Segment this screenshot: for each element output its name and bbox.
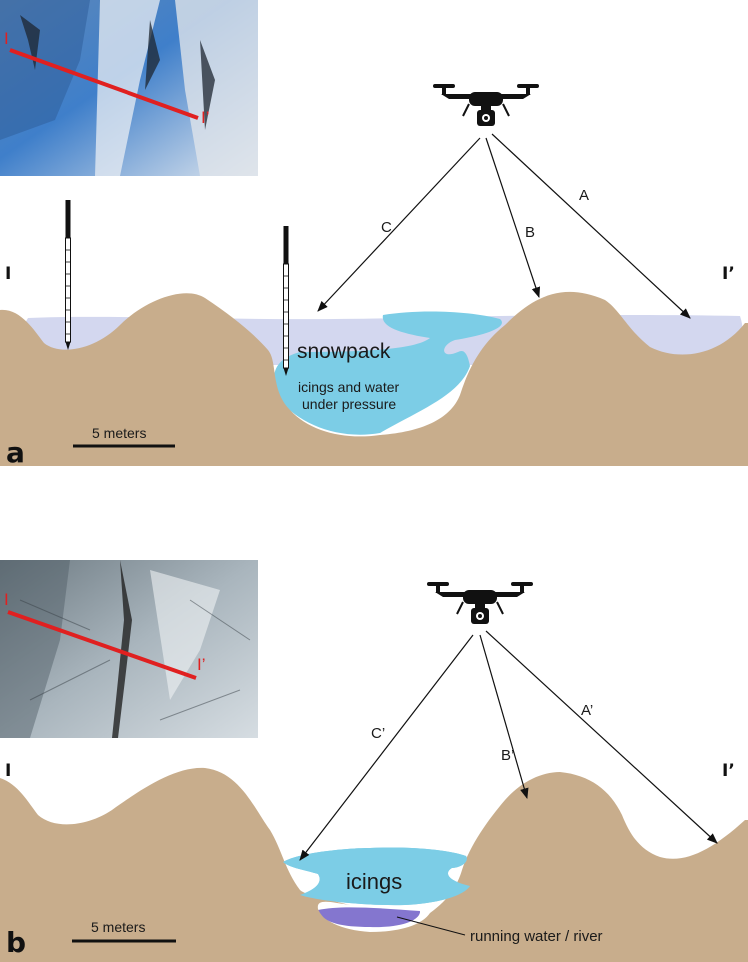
ray-label-a: A [579,187,589,204]
icing-water-layer [274,311,502,435]
ray-a-prime [485,630,718,844]
ray-label-c-prime: C’ [371,725,385,742]
snow-probe-middle [283,226,289,376]
aerial-photo-b: I I’ [0,560,258,738]
ray-label-a-prime: A’ [581,702,593,719]
ray-c [317,137,481,312]
river-layer-top [320,908,420,928]
ray-a [491,133,691,319]
ray-label-b: B [525,224,535,241]
drone-icon-b [426,581,534,625]
panel-b: I I’ C’ B’ A’ icings running water / riv… [0,560,748,962]
river-leader-line [396,916,466,936]
panel-letter-b: b [6,926,26,959]
ground-b [0,767,748,962]
ray-b [485,137,541,299]
section-end-a: I’ [722,264,735,284]
icings-label: icings [346,869,402,894]
icings-water-label-line1: icings and water [298,379,400,395]
photo-marker-start-b: I [4,590,9,609]
section-start-b: I [5,761,11,781]
photo-marker-end-a: I’ [201,108,210,127]
section-start-a: I [5,264,11,284]
snowpack-label: snowpack [297,340,391,363]
section-line-b [7,610,197,680]
photo-marker-end-b: I’ [197,655,206,674]
panel-a: I I’ C B A snowpack icings and water und… [0,0,748,469]
ray-b-prime [479,634,529,800]
scale-label-b: 5 meters [91,919,145,935]
river-label: running water / river [470,928,603,945]
section-end-b: I’ [722,761,735,781]
drone-icon-a [432,83,540,127]
panel-letter-a: a [6,436,25,469]
icings-water-label-line2: under pressure [302,396,396,412]
ray-c-prime [299,634,474,861]
photo-marker-start-a: I [4,29,9,48]
aerial-photo-a: I I’ [0,0,258,176]
ray-label-c: C [381,219,392,236]
scale-label-a: 5 meters [92,425,146,441]
section-line-a [9,48,199,120]
snow-probe-left [65,200,71,350]
ray-label-b-prime: B’ [501,747,514,764]
icings-layer-top [283,847,470,906]
ground-a [0,291,748,466]
